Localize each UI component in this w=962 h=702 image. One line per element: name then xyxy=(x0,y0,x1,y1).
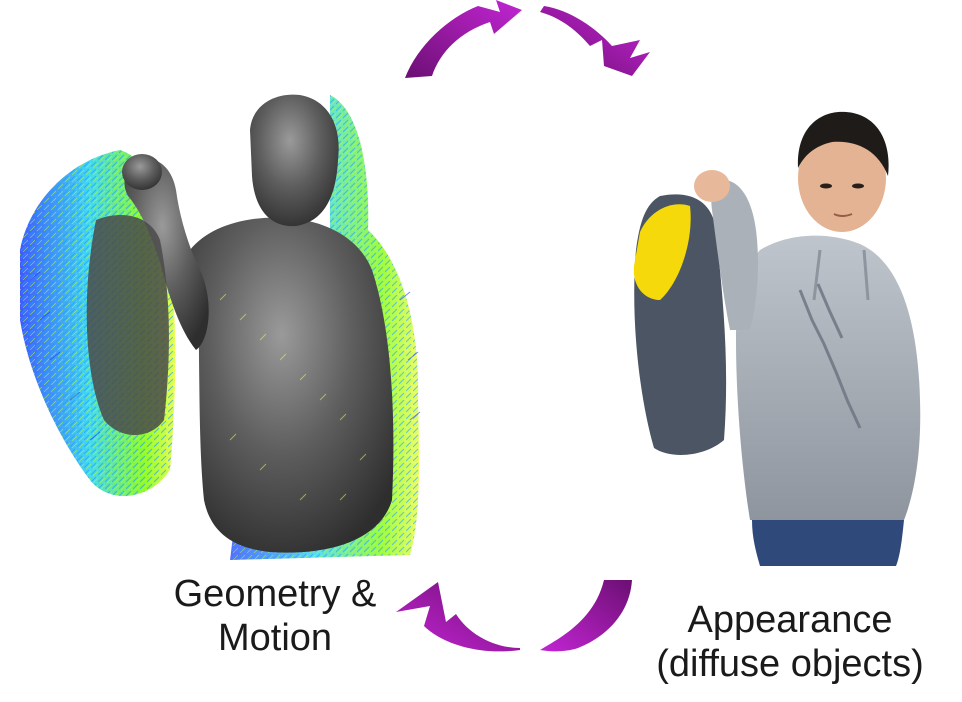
curved-arrow-icon xyxy=(540,6,650,76)
hoodie xyxy=(736,235,921,521)
geometry-motion-label: Geometry & Motion xyxy=(130,572,420,660)
geometry-label-line1: Geometry & xyxy=(173,573,377,615)
curved-arrow-icon xyxy=(396,582,520,652)
appearance-label: Appearance (diffuse objects) xyxy=(618,598,962,686)
appearance-label-line2: (diffuse objects) xyxy=(656,643,924,685)
curved-arrow-icon xyxy=(540,580,632,652)
appearance-figure xyxy=(633,111,921,566)
body-mesh xyxy=(190,217,394,553)
appearance-label-line1: Appearance xyxy=(687,599,893,641)
geometry-motion-figure xyxy=(20,94,421,560)
curved-arrow-icon xyxy=(405,0,522,78)
geometry-label-line2: Motion xyxy=(217,617,333,659)
